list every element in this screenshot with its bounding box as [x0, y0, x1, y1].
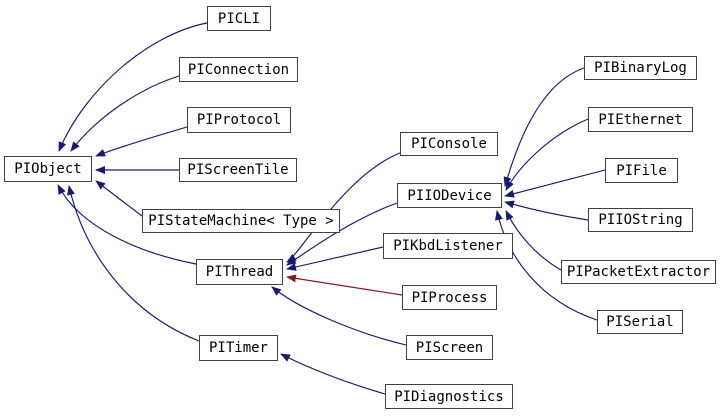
class-node-PIProtocol[interactable]: PIProtocol	[187, 107, 291, 133]
inheritance-edge-PIKbdListener-to-PIThread	[286, 246, 384, 271]
inheritance-edge-PIDiagnostics-to-PITimer	[280, 353, 386, 395]
class-node-PIBinaryLog[interactable]: PIBinaryLog	[584, 56, 697, 80]
inheritance-edge-PIConnection-to-PIObject	[70, 75, 180, 152]
inheritance-edge-PIIOString-to-PIIODevice	[504, 200, 589, 221]
inheritance-edge-PITimer-to-PIObject	[67, 185, 200, 342]
inheritance-edge-PIIODevice-to-PIThread	[286, 202, 398, 266]
class-node-PIPacketExtractor[interactable]: PIPacketExtractor	[561, 260, 716, 284]
inheritance-edge-PIScreen-to-PIThread	[271, 286, 407, 346]
class-node-PIFile[interactable]: PIFile	[605, 158, 678, 183]
class-node-PIObject[interactable]: PIObject	[4, 156, 92, 182]
class-node-PIScreen[interactable]: PIScreen	[406, 335, 493, 360]
inheritance-edge-PIProcess-to-PIThread	[286, 274, 403, 296]
inheritance-edge-PIFile-to-PIIODevice	[504, 169, 606, 198]
class-node-PIConsole[interactable]: PIConsole	[400, 132, 498, 156]
inheritance-edge-PIBinaryLog-to-PIIODevice	[503, 67, 585, 187]
class-node-PIKbdListener[interactable]: PIKbdListener	[383, 233, 513, 259]
class-node-PIIODevice[interactable]: PIIODevice	[397, 183, 502, 208]
inheritance-edge-PIPacketExtractor-to-PIIODevice	[505, 210, 562, 271]
class-node-PISerial[interactable]: PISerial	[597, 310, 683, 334]
class-node-PIDiagnostics[interactable]: PIDiagnostics	[385, 384, 513, 409]
class-node-PIProcess[interactable]: PIProcess	[402, 285, 497, 310]
class-node-PITimer[interactable]: PITimer	[199, 335, 278, 361]
class-node-PIScreenTile[interactable]: PIScreenTile	[179, 158, 297, 182]
inheritance-edge-PIThread-to-PIObject	[57, 184, 197, 265]
inheritance-edge-PIEthernet-to-PIIODevice	[505, 118, 589, 191]
inheritance-edge-PIStateMachine-to-PIObject	[95, 180, 143, 217]
inheritance-edge-PISerial-to-PIIODevice	[495, 210, 598, 321]
inheritance-edge-PIProtocol-to-PIObject	[95, 126, 188, 157]
class-node-PIEthernet[interactable]: PIEthernet	[588, 107, 693, 132]
inheritance-edge-PICLI-to-PIObject	[58, 22, 208, 152]
class-node-PIStateMachine[interactable]: PIStateMachine< Type >	[142, 209, 340, 233]
class-node-PIIOString[interactable]: PIIOString	[588, 208, 693, 232]
class-node-PICLI[interactable]: PICLI	[207, 6, 271, 31]
class-node-PIConnection[interactable]: PIConnection	[179, 57, 298, 82]
class-node-PIThread[interactable]: PIThread	[196, 259, 283, 285]
